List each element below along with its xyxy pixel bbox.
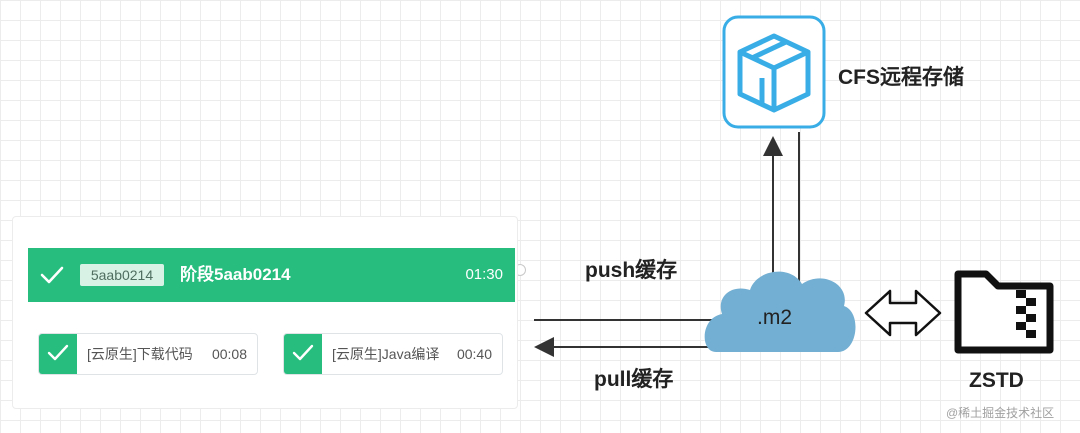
zstd-label: ZSTD [969, 369, 1024, 392]
stage-title: 阶段5aab0214 [180, 265, 291, 284]
check-icon [40, 264, 64, 286]
zip-file-icon [954, 270, 1054, 354]
m2-cloud-shape [704, 271, 856, 352]
check-icon [47, 344, 69, 361]
job-status-success [284, 334, 322, 374]
cube-icon [737, 33, 811, 113]
job-duration: 00:40 [456, 346, 492, 362]
job-card-compile[interactable]: [云原生]Java编译 00:40 [283, 333, 503, 375]
job-duration: 00:08 [211, 346, 247, 362]
job-label: [云原生]下载代码 [87, 346, 193, 362]
check-icon [292, 344, 314, 361]
stage-id-badge: 5aab0214 [80, 264, 164, 286]
job-label: [云原生]Java编译 [332, 346, 440, 362]
double-arrow-icon [864, 289, 942, 337]
watermark-text: @稀土掘金技术社区 [946, 406, 1055, 420]
push-cache-label: push缓存 [585, 259, 678, 282]
job-status-success [39, 334, 77, 374]
stage-duration: 01:30 [465, 266, 503, 283]
job-card-download[interactable]: [云原生]下载代码 00:08 [38, 333, 258, 375]
cloud-label: .m2 [757, 306, 793, 329]
cfs-storage-label: CFS远程存储 [838, 66, 964, 89]
pipeline-stage-bar[interactable]: 5aab0214 阶段5aab0214 01:30 [28, 248, 515, 302]
pull-cache-label: pull缓存 [594, 368, 674, 391]
